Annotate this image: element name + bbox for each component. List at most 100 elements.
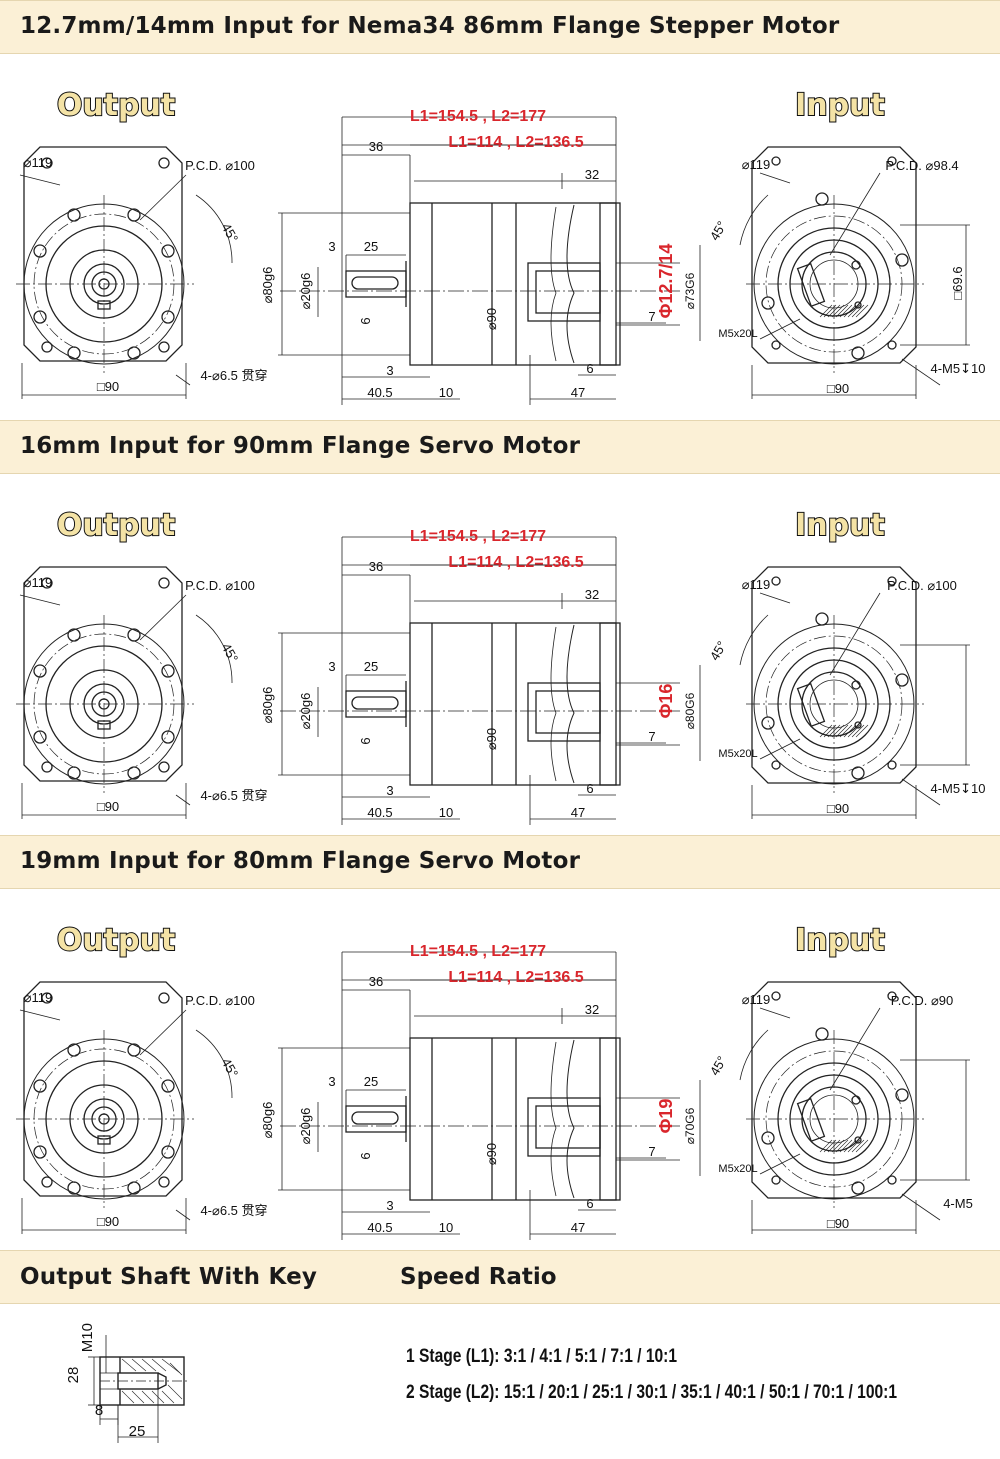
dim-3-top: 3 — [328, 1074, 335, 1089]
section-1-header: 12.7mm/14mm Input for Nema34 86mm Flange… — [0, 0, 1000, 54]
dim-90: ⌀90 — [484, 728, 499, 750]
input-screw-m5x20: M5x20L — [718, 1163, 757, 1175]
input-angle-45: 45° — [707, 218, 730, 243]
dim-36: 36 — [369, 559, 383, 574]
shaft-8-label: 8 — [95, 1402, 103, 1419]
dim-20g6: ⌀20g6 — [298, 693, 313, 730]
output-dia-119: ⌀119 — [24, 990, 53, 1005]
length-l1-l2-body: L1=114 , L2=136.5 — [448, 969, 583, 986]
input-bore-dia: Φ12.7/14 — [656, 244, 676, 319]
dim-80g6: ⌀80g6 — [260, 1102, 275, 1139]
output-holes: 4-⌀6.5 贯穿 — [200, 368, 267, 383]
length-l1-l2-total: L1=154.5 , L2=177 — [410, 108, 546, 125]
dim-6: 6 — [358, 737, 373, 744]
shaft-m10-label: M10 — [79, 1323, 96, 1352]
dim-40-5: 40.5 — [367, 805, 392, 820]
output-holes: 4-⌀6.5 贯穿 — [200, 1203, 267, 1218]
dim-7: 7 — [648, 1144, 655, 1159]
side-section-view — [278, 116, 701, 405]
dim-40-5: 40.5 — [367, 1220, 392, 1235]
length-l1-l2-total: L1=154.5 , L2=177 — [410, 943, 546, 960]
input-side-69-6: □69.6 — [950, 266, 965, 299]
dim-6: 6 — [358, 1152, 373, 1159]
bottom-header: Output Shaft With Key Speed Ratio — [0, 1250, 1000, 1304]
input-bore-dia: Φ19 — [656, 1099, 676, 1134]
section-title: 19mm Input for 80mm Flange Servo Motor — [20, 848, 581, 874]
dim-10: 10 — [439, 1220, 453, 1235]
stage-2-ratios: 2 Stage (L2): 15:1 / 20:1 / 25:1 / 30:1 … — [406, 1382, 898, 1403]
input-dia-119: ⌀119 — [742, 157, 771, 172]
dim-6-bottom: 6 — [586, 781, 593, 796]
dim-36: 36 — [369, 139, 383, 154]
dim-3-bottom: 3 — [386, 1198, 393, 1213]
input-square-90: □90 — [827, 801, 849, 816]
dim-7: 7 — [648, 729, 655, 744]
section-2-header: 16mm Input for 90mm Flange Servo Motor — [0, 420, 1000, 474]
output-flange-view — [16, 146, 233, 399]
shaft-title: Output Shaft With Key — [20, 1264, 318, 1290]
dim-3-bottom: 3 — [386, 363, 393, 378]
shaft-25-label: 25 — [129, 1423, 146, 1440]
input-dia-119: ⌀119 — [742, 992, 771, 1007]
input-label: Input — [795, 508, 885, 543]
input-holes: 4-M5↧10 — [931, 361, 986, 376]
dim-32: 32 — [585, 167, 599, 182]
output-pcd: P.C.D. ⌀100 — [185, 993, 255, 1008]
dim-6-bottom: 6 — [586, 1196, 593, 1211]
dim-32: 32 — [585, 587, 599, 602]
input-flange-view — [739, 146, 970, 399]
drawing-section-3: Output Input ⌀119 P.C.D. ⌀100 45° 4-⌀6.5… — [0, 890, 1000, 1250]
input-holes: 4-M5 — [943, 1196, 973, 1211]
dim-90: ⌀90 — [484, 1143, 499, 1165]
shaft-drawing: M10 28 8 25 — [65, 1323, 190, 1443]
input-pcd: P.C.D. ⌀90 — [891, 993, 954, 1008]
drawing-section-1: Output Input ⌀119 P.C.D. ⌀100 45° 4-⌀6.5… — [0, 55, 1000, 420]
dim-47: 47 — [571, 385, 585, 400]
drawing-svg: Output Input ⌀119 P.C.D. ⌀100 45° 4-⌀6.5… — [16, 87, 986, 405]
input-bore-dia: Φ16 — [656, 684, 676, 719]
dim-6: 6 — [358, 317, 373, 324]
output-square-90: □90 — [97, 1214, 119, 1229]
input-square-90: □90 — [827, 1216, 849, 1231]
input-flange-view — [739, 981, 970, 1234]
input-square-90: □90 — [827, 381, 849, 396]
dim-40-5: 40.5 — [367, 385, 392, 400]
dim-3-top: 3 — [328, 239, 335, 254]
section-title: 12.7mm/14mm Input for Nema34 86mm Flange… — [20, 13, 840, 39]
length-l1-l2-body: L1=114 , L2=136.5 — [448, 554, 583, 571]
input-angle-45: 45° — [707, 638, 730, 663]
dim-3-bottom: 3 — [386, 783, 393, 798]
ratio-title: Speed Ratio — [400, 1264, 557, 1290]
drawing-svg: Output Input ⌀119 P.C.D. ⌀100 45° 4-⌀6.5… — [16, 507, 986, 825]
section-3-header: 19mm Input for 80mm Flange Servo Motor — [0, 835, 1000, 889]
input-pcd: P.C.D. ⌀100 — [887, 578, 957, 593]
output-square-90: □90 — [97, 799, 119, 814]
output-flange-view — [16, 981, 233, 1234]
input-holes: 4-M5↧10 — [931, 781, 986, 796]
output-angle-45: 45° — [218, 640, 241, 665]
drawing-section-2: Output Input ⌀119 P.C.D. ⌀100 45° 4-⌀6.5… — [0, 475, 1000, 835]
dim-80g6: ⌀80g6 — [260, 687, 275, 724]
drawing-svg: Output Input ⌀119 P.C.D. ⌀100 45° 4-⌀6.5… — [16, 922, 973, 1240]
dim-32: 32 — [585, 1002, 599, 1017]
input-flange-view — [739, 566, 970, 819]
input-dia-119: ⌀119 — [742, 577, 771, 592]
input-pilot-dia: ⌀70G6 — [683, 1107, 697, 1144]
input-pcd: P.C.D. ⌀98.4 — [885, 158, 958, 173]
output-flange-view — [16, 566, 233, 819]
dim-7: 7 — [648, 309, 655, 324]
input-label: Input — [795, 88, 885, 123]
dim-6-bottom: 6 — [586, 361, 593, 376]
output-label: Output — [57, 88, 175, 123]
dim-20g6: ⌀20g6 — [298, 273, 313, 310]
input-angle-45: 45° — [707, 1053, 730, 1078]
shaft-28-label: 28 — [65, 1367, 82, 1384]
output-angle-45: 45° — [218, 220, 241, 245]
section-title: 16mm Input for 90mm Flange Servo Motor — [20, 433, 581, 459]
tapped-hole — [117, 1372, 159, 1390]
dim-25: 25 — [364, 1074, 378, 1089]
shaft-detail: M10 28 8 25 — [0, 1305, 1000, 1459]
input-pilot-dia: ⌀73G6 — [683, 272, 697, 309]
dim-3-top: 3 — [328, 659, 335, 674]
side-section-view — [278, 536, 701, 825]
